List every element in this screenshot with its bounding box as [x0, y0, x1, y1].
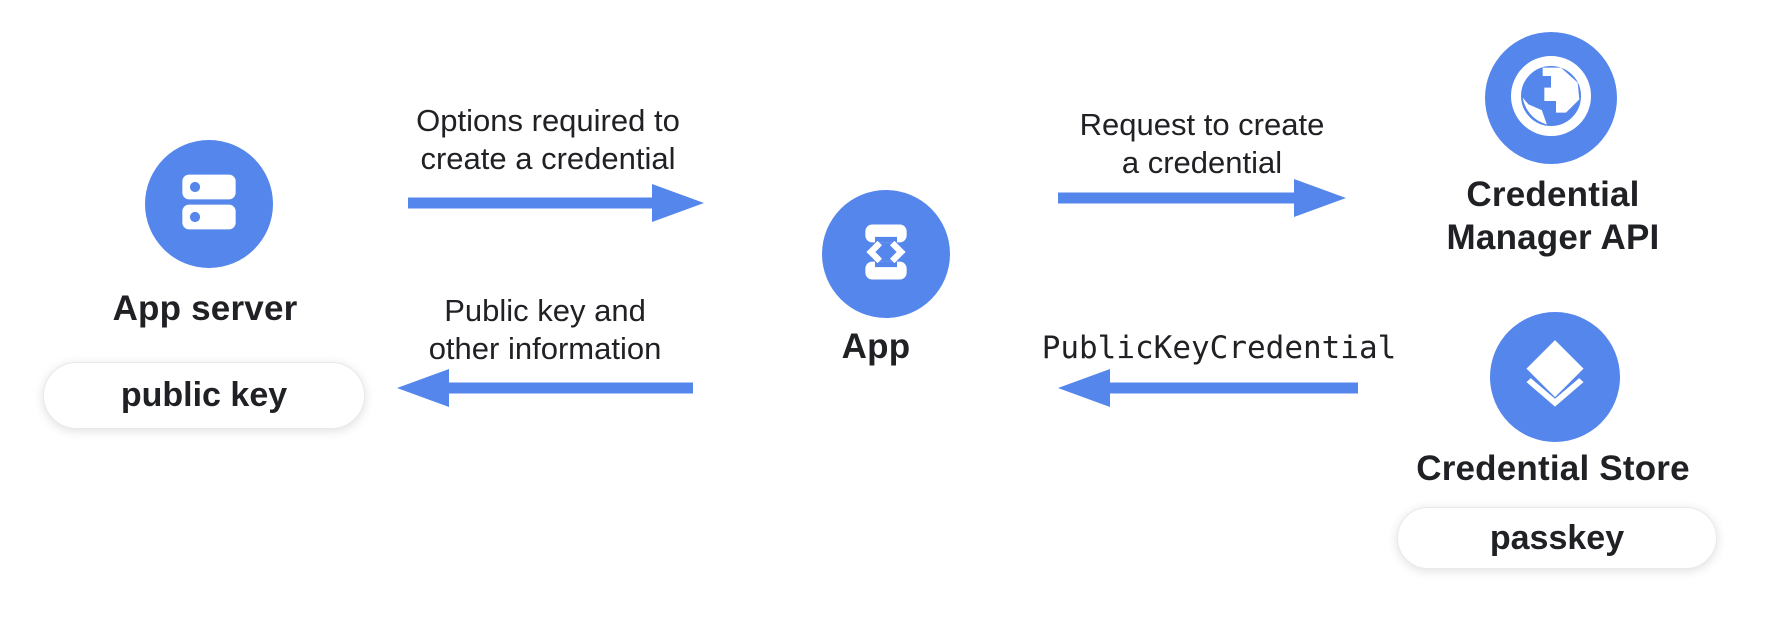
request-arrow-right-icon: [1058, 178, 1346, 218]
globe-icon: [1511, 55, 1591, 141]
options-arrow-label: Options required to create a credential: [416, 103, 680, 176]
public-key-pill: public key: [43, 362, 365, 429]
layers-icon: [1517, 337, 1593, 418]
app-server-node: [145, 140, 273, 268]
passkey-pill: passkey: [1397, 507, 1717, 569]
request-arrow-label: Request to create a credential: [1079, 107, 1325, 180]
options-arrow-right-icon: [408, 183, 704, 223]
publickeycredential-arrow-left-icon: [1058, 368, 1358, 408]
server-icon: [177, 170, 241, 239]
credential-manager-api-node: [1485, 32, 1617, 164]
app-label: App: [841, 327, 911, 366]
passkey-pill-label: passkey: [1489, 518, 1625, 557]
credential-store-node: [1490, 312, 1620, 442]
credential-store-label: Credential Store: [1416, 449, 1690, 488]
app-server-label: App server: [112, 289, 298, 328]
publickeycredential-arrow-label: PublicKeyCredential: [1041, 330, 1397, 366]
app-node: [822, 190, 950, 318]
public-key-info-arrow-label: Public key and other information: [428, 293, 662, 366]
public-key-pill-label: public key: [120, 376, 288, 414]
public-key-info-arrow-left-icon: [397, 368, 693, 408]
phone-code-icon: [853, 219, 919, 290]
credential-manager-api-label: Credential Manager API: [1446, 175, 1660, 257]
